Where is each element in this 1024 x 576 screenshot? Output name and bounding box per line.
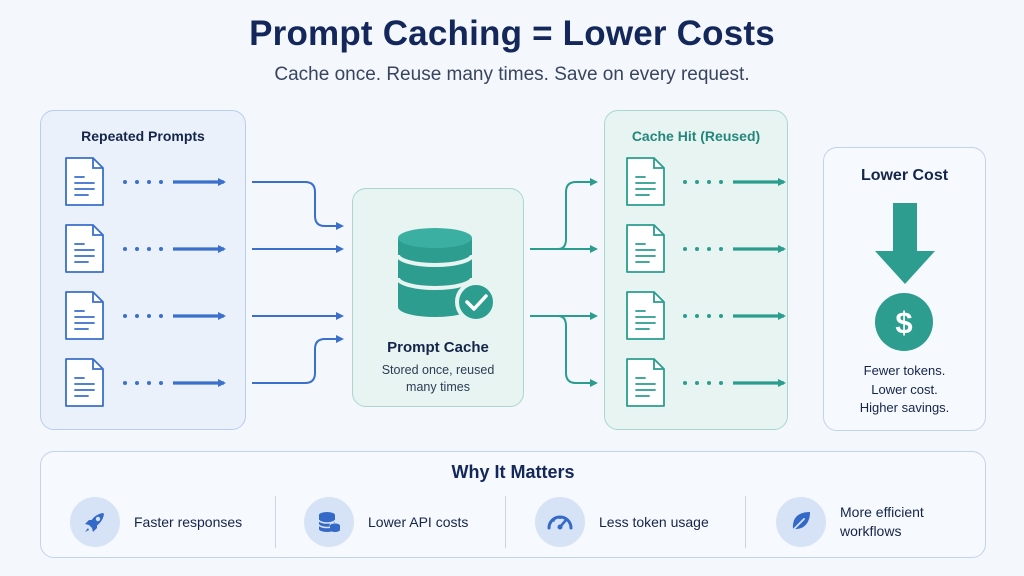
cached-documents [626, 157, 786, 407]
document-icon [626, 291, 665, 340]
output-connector [557, 315, 598, 387]
flow-arrow [683, 178, 786, 186]
page-subtitle: Cache once. Reuse many times. Save on ev… [274, 64, 750, 85]
document-icon [626, 224, 665, 273]
why-it-matters-panel [40, 451, 986, 558]
lower-cost-text: Fewer tokens. Lower cost. Higher savings… [823, 362, 986, 418]
lower-cost-title: Lower Cost [860, 167, 949, 184]
flow-arrow [683, 312, 786, 320]
flow-connectors [252, 178, 598, 387]
benefit-more-efficient-workflows: More efficient workflows [776, 496, 924, 548]
flow-arrow [683, 379, 786, 387]
document-icon [65, 291, 104, 340]
benefit-label: Faster responses [134, 513, 243, 530]
lower-cost-line: Lower cost. [871, 381, 938, 397]
prompt-cache-description: Stored once, reused many times [352, 362, 524, 396]
input-connector [252, 181, 344, 230]
flow-arrow [123, 245, 226, 253]
input-connector [252, 335, 344, 384]
lower-cost-panel [823, 147, 986, 431]
document-icon [65, 358, 104, 407]
leaf-icon [776, 497, 826, 547]
why-it-matters-title: Why It Matters [451, 462, 575, 482]
svg-text:$: $ [895, 305, 912, 340]
output-connector [557, 178, 598, 250]
benefit-lower-api-costs: Lower API costs [304, 496, 468, 548]
benefit-label: Lower API costs [368, 513, 469, 530]
speedometer-icon [535, 497, 585, 547]
page-title: Prompt Caching = Lower Costs [249, 14, 775, 53]
document-icon [65, 224, 104, 273]
benefit-divider [505, 496, 506, 548]
down-arrow-icon [875, 203, 935, 284]
repeated-prompts-label: Repeated Prompts [81, 128, 205, 144]
lower-cost-line: Higher savings. [859, 400, 950, 415]
benefit-faster-responses: Faster responses [70, 496, 242, 548]
benefit-divider [275, 496, 276, 548]
rocket-icon [70, 497, 120, 547]
prompt-documents [65, 157, 226, 407]
database-stack-icon [304, 497, 354, 547]
document-icon [65, 157, 104, 206]
lower-cost-line: Fewer tokens. [863, 363, 946, 378]
database-icon [396, 228, 497, 323]
dollar-coin-icon: $ [875, 293, 933, 351]
prompt-cache-description-line: many times [406, 380, 470, 394]
document-icon [626, 358, 665, 407]
benefit-label: Less token usage [599, 513, 709, 530]
flow-arrow [123, 379, 226, 387]
prompt-cache-description-line: Stored once, reused [381, 363, 495, 377]
cache-hit-label: Cache Hit (Reused) [631, 128, 761, 144]
flow-arrow [683, 245, 786, 253]
benefit-label: workflows [840, 523, 902, 539]
flow-arrow [123, 178, 226, 186]
document-icon [626, 157, 665, 206]
flow-arrow [123, 312, 226, 320]
benefit-label: More efficient [840, 504, 924, 520]
benefit-divider [745, 496, 746, 548]
prompt-cache-title: Prompt Cache [387, 339, 489, 356]
benefit-less-token-usage: Less token usage [535, 496, 709, 548]
